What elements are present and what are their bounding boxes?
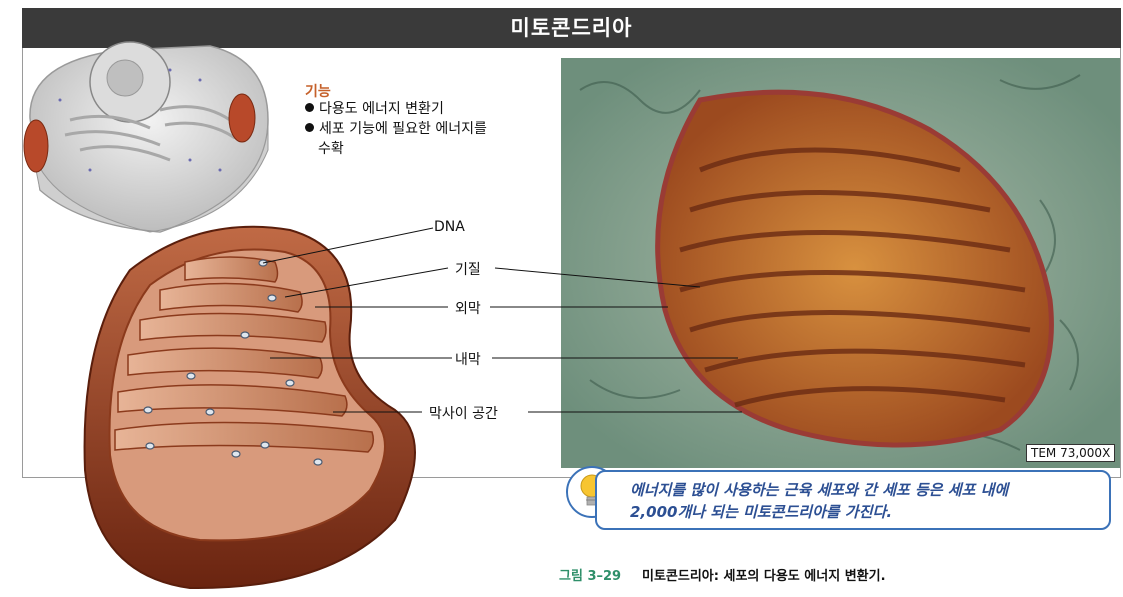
- function-bullet-2-text: 세포 기능에 필요한 에너지를: [319, 121, 487, 137]
- mitochondrion-small-left: [23, 119, 49, 173]
- function-bullet-1: 다용도 에너지 변환기: [305, 100, 444, 119]
- animal-cell-overview: [23, 41, 269, 233]
- label-intermembrane-space: 막사이 공간: [429, 406, 498, 422]
- function-bullet-2-cont: 수확: [318, 141, 344, 157]
- page-title: 미토콘드리아: [22, 8, 1121, 48]
- label-matrix: 기질: [455, 262, 481, 278]
- cristae: [114, 256, 375, 453]
- figure-caption: 미토콘드리아: 세포의 다용도 에너지 변환기.: [642, 569, 886, 584]
- note-line-2: 2,000개나 되는 미토콘드리아를 가진다.: [630, 503, 893, 521]
- electron-micrograph: [561, 58, 1120, 468]
- note-text: 에너지를 많이 사용하는 근육 세포와 간 세포 등은 세포 내에 2,000개…: [630, 479, 1110, 523]
- label-dna: DNA: [434, 219, 465, 235]
- function-title: 기능: [305, 84, 331, 100]
- bullet-dot: [305, 123, 314, 132]
- mitochondrion-3d-illustration: [83, 225, 416, 590]
- label-outer-membrane: 외막: [455, 301, 481, 317]
- magnification-label: TEM 73,000X: [1026, 444, 1116, 462]
- label-inner-membrane: 내막: [455, 352, 481, 368]
- function-bullet-2: 세포 기능에 필요한 에너지를: [305, 120, 487, 139]
- note-line-1: 에너지를 많이 사용하는 근육 세포와 간 세포 등은 세포 내에: [630, 481, 1009, 499]
- mitochondrion-small-right: [228, 93, 256, 143]
- figure-number: 그림 3–29: [559, 569, 622, 584]
- dna-loops: [143, 259, 323, 466]
- bullet-dot: [305, 103, 314, 112]
- function-bullet-1-text: 다용도 에너지 변환기: [319, 101, 444, 117]
- note-box: [595, 470, 1111, 530]
- leader-lines: [262, 227, 742, 413]
